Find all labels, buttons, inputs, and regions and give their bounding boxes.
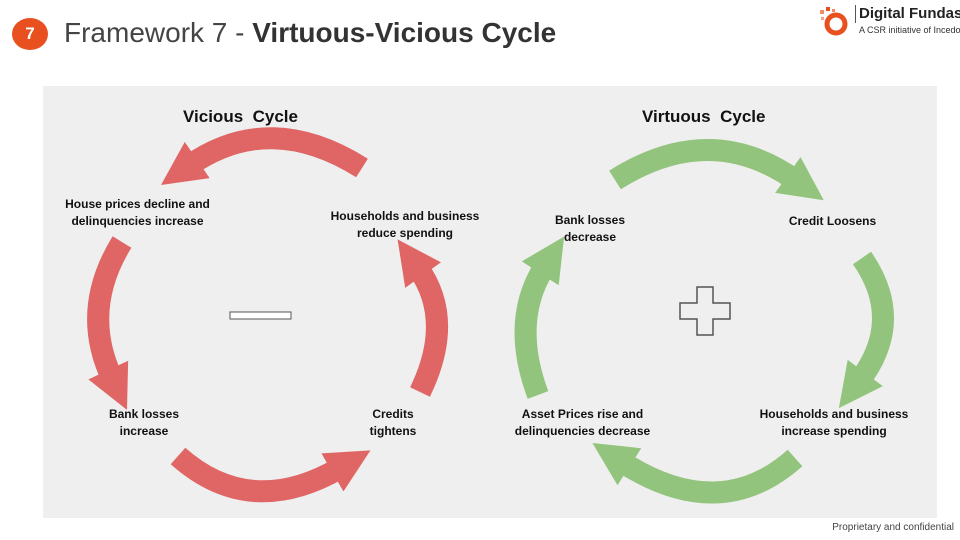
vicious-arrow-top bbox=[160, 127, 368, 185]
vicious-arrow-bottom bbox=[170, 447, 371, 503]
virtuous-label-credit-loosens: Credit Loosens bbox=[788, 214, 877, 228]
vicious-label-house-prices: House prices decline and delinquencies i… bbox=[65, 197, 210, 228]
plus-sign-icon bbox=[679, 286, 731, 336]
virtuous-label-asset-prices: Asset Prices rise and delinquencies decr… bbox=[514, 407, 651, 438]
virtuous-arrow-bottom bbox=[592, 442, 803, 504]
virtuous-arrow-top bbox=[609, 139, 824, 201]
virtuous-arrow-right bbox=[838, 251, 894, 409]
vicious-label-bank-losses: Bank losses increase bbox=[108, 407, 180, 438]
page-title-prefix: Framework 7 - bbox=[64, 17, 253, 48]
logo-name: Digital Fundas bbox=[855, 5, 960, 23]
vicious-arrow-left bbox=[87, 236, 132, 410]
footer-confidential: Proprietary and confidential bbox=[832, 522, 954, 533]
vicious-cycle-title: Vicious Cycle bbox=[183, 107, 298, 126]
vicious-label-credits-tighten: Credits tightens bbox=[369, 407, 417, 438]
page-title-bold: Virtuous-Vicious Cycle bbox=[252, 17, 557, 48]
virtuous-cycle-title: Virtuous Cycle bbox=[642, 107, 766, 126]
digital-fundas-logo-icon bbox=[820, 7, 848, 36]
minus-sign-icon bbox=[229, 311, 292, 320]
framework-number-badge: 7 bbox=[12, 18, 48, 50]
vicious-arrow-right bbox=[397, 239, 448, 397]
logo-tagline: A CSR initiative of Incedo bbox=[859, 25, 960, 35]
virtuous-arrow-left bbox=[514, 236, 565, 399]
virtuous-label-increase-spending: Households and business increase spendin… bbox=[759, 407, 909, 438]
vicious-label-reduce-spending: Households and business reduce spending bbox=[330, 209, 480, 240]
virtuous-label-bank-losses: Bank losses decrease bbox=[554, 213, 626, 244]
